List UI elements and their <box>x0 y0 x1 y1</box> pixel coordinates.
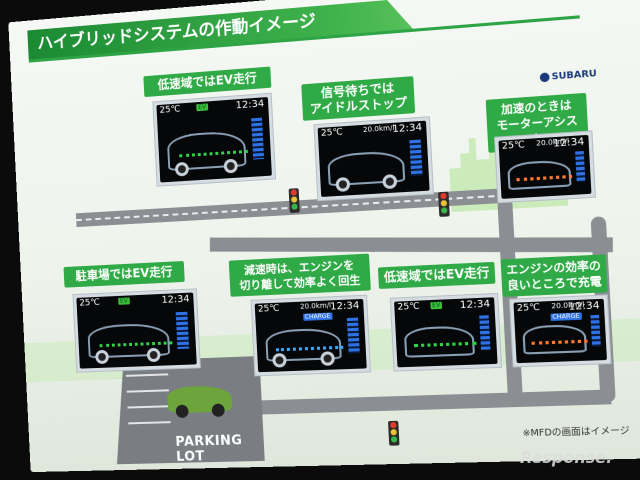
watermark: Response. <box>520 448 613 467</box>
screen-clock: 12:34 <box>329 300 360 313</box>
screen-clock: 12:34 <box>235 98 265 112</box>
screen-temperature: 25℃ <box>397 301 420 313</box>
battery-gauge-icon <box>478 314 491 350</box>
wheel-icon <box>319 351 335 366</box>
battery-gauge-icon <box>175 311 189 350</box>
panel-label-4: 駐車場ではEV走行 <box>63 260 185 288</box>
slide: ハイブリッドシステムの作動イメージ SUBARU PARKING LOT 低速域… <box>8 0 640 473</box>
parking-stripe <box>128 421 170 424</box>
panel-card-5: 25℃ 20.0km/l 12:34 CHARGE <box>250 294 372 377</box>
road-bottom <box>257 389 612 415</box>
wheel-icon <box>223 158 239 174</box>
wheel-icon <box>95 349 110 364</box>
panel-card-6: 25℃ EV 12:34 <box>389 292 503 372</box>
panel-card-7: 25℃ 20.0km/l 12:34 CHARGE <box>508 294 612 368</box>
panel-label-7: エンジンの効率の 良いところで充電 <box>500 254 608 297</box>
panel-card-4: 25℃ EV 12:34 <box>72 288 201 373</box>
mfd-screen: 25℃ EV 12:34 <box>394 297 498 368</box>
panel-label-1: 低速域ではEV走行 <box>143 66 272 98</box>
screen-temperature: 25℃ <box>257 303 280 315</box>
wheel-icon <box>146 347 161 362</box>
screen-temperature: 25℃ <box>79 297 101 309</box>
traffic-light-icon <box>387 420 400 446</box>
screen-temperature: 25℃ <box>516 302 541 315</box>
wheel-icon <box>174 162 190 177</box>
screen-temperature: 25℃ <box>320 127 344 139</box>
screen-clock: 12:34 <box>552 136 585 150</box>
wheel-icon <box>335 176 351 192</box>
mfd-screen: 25℃ 20.0km/l 12:34 <box>498 134 592 199</box>
slide-title: ハイブリッドシステムの作動イメージ <box>27 0 412 60</box>
charge-badge: CHARGE <box>549 312 583 322</box>
ev-badge: EV <box>196 103 209 112</box>
panel-card-3: 25℃ 20.0km/l 12:34 <box>493 130 597 204</box>
battery-gauge-icon <box>250 117 265 160</box>
wheel-icon <box>272 352 287 368</box>
battery-gauge-icon <box>409 139 423 177</box>
subaru-emblem-icon <box>539 72 550 83</box>
car-outline-icon <box>403 324 475 358</box>
screen-fuel-economy: 20.0km/l <box>362 123 395 135</box>
ev-badge: EV <box>429 301 443 310</box>
panel-label-6: 低速域ではEV走行 <box>377 261 496 289</box>
charge-badge: CHARGE <box>302 312 333 321</box>
mfd-screen: 25℃ 20.0km/l 12:34 <box>317 120 430 197</box>
battery-gauge-icon <box>346 317 360 354</box>
parking-stripe <box>127 405 169 408</box>
panel-card-1: 25℃ EV 12:34 <box>152 92 277 187</box>
screen-fuel-economy: 20.0km/l <box>299 301 332 311</box>
mfd-screen: 25℃ 20.0km/l 12:34 CHARGE <box>513 298 607 364</box>
parking-stripe <box>126 373 168 376</box>
screen-temperature: 25℃ <box>159 104 181 116</box>
parking-lot: PARKING LOT <box>112 356 265 464</box>
panel-label-2: 信号待ちでは アイドルストップ <box>301 76 416 121</box>
traffic-light-icon <box>438 191 450 217</box>
panel-card-2: 25℃ 20.0km/l 12:34 <box>313 116 435 202</box>
screen-clock: 12:34 <box>459 298 491 312</box>
road-middle <box>209 237 613 253</box>
traffic-light-icon <box>288 188 300 213</box>
screen-clock: 12:34 <box>161 293 190 306</box>
mfd-screen: 25℃ 20.0km/l 12:34 CHARGE <box>254 298 367 373</box>
mfd-screen: 25℃ EV 12:34 <box>156 97 272 183</box>
brand-name: SUBARU <box>551 68 598 83</box>
screen-clock: 12:34 <box>392 121 423 136</box>
parked-car-icon <box>167 385 233 413</box>
mfd-screen: 25℃ EV 12:34 <box>76 292 197 369</box>
parking-stripe <box>127 389 169 392</box>
brand-logo: SUBARU <box>539 68 598 84</box>
screen-clock: 12:34 <box>568 300 601 313</box>
battery-gauge-icon <box>574 150 586 182</box>
screen-temperature: 25℃ <box>501 140 526 152</box>
parking-lot-label: PARKING LOT <box>175 433 243 465</box>
footnote: ※MFDの画面はイメージ <box>522 426 630 440</box>
battery-gauge-icon <box>589 314 601 348</box>
ev-badge: EV <box>118 297 130 305</box>
panel-label-5: 減速時は、エンジンを 切り離して効率よく回生 <box>228 253 371 297</box>
